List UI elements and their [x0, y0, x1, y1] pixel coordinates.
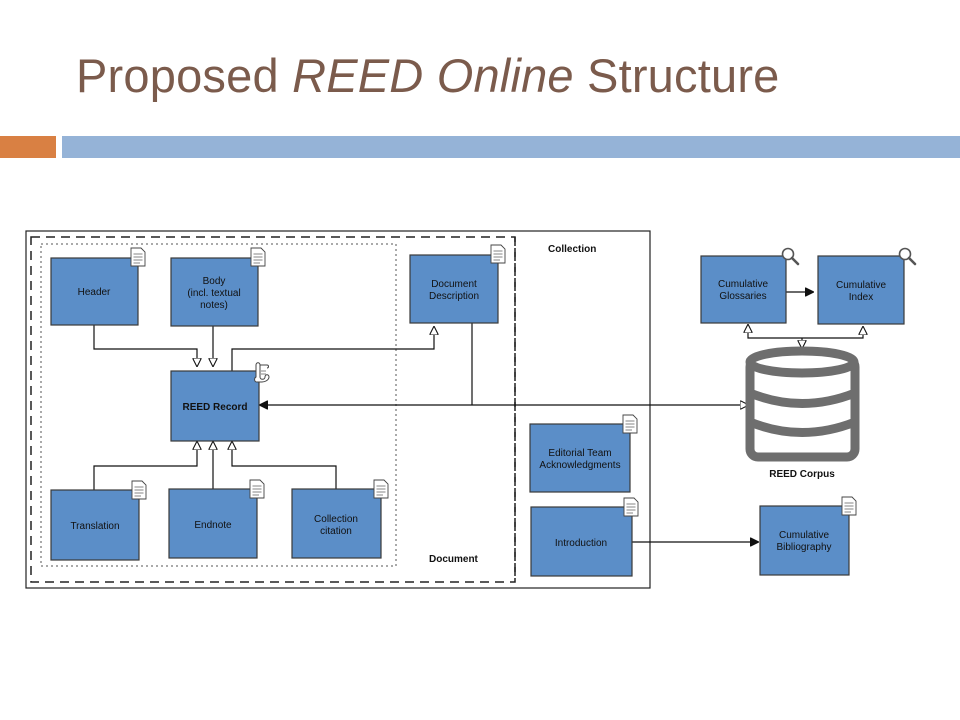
node-editorial-team: Editorial Team Acknowledgments: [529, 414, 638, 493]
node-body-line-3: notes): [200, 300, 228, 311]
node-reed-record-label: REED Record: [182, 402, 247, 413]
document-icon: [622, 414, 638, 434]
node-reed-corpus: REED Corpus: [745, 346, 860, 480]
collection-container: [30, 236, 516, 583]
node-reed-record: REED Record: [170, 362, 270, 442]
node-document-description-line-2: Description: [429, 291, 479, 302]
node-editorial-team-line-2: Acknowledgments: [539, 460, 620, 471]
edge-citation-to-record: [232, 442, 337, 489]
node-endnote: Endnote: [168, 479, 265, 559]
document-icon: [623, 497, 639, 517]
node-collection-citation-line-2: citation: [320, 526, 352, 537]
outer-frame: [25, 230, 651, 589]
document-icon: [131, 480, 147, 500]
document-icon: [490, 244, 506, 264]
document-icon: [250, 247, 266, 267]
edge-record-to-description: [231, 327, 434, 371]
node-cumulative-index-line-2: Index: [849, 292, 873, 303]
document-icon: [249, 479, 265, 499]
node-body-line-2: (incl. textual: [187, 288, 240, 299]
node-reed-corpus-label: REED Corpus: [769, 469, 835, 480]
node-cumulative-index-line-1: Cumulative: [836, 280, 886, 291]
document-icon: [841, 496, 857, 516]
node-cumulative-bibliography-line-1: Cumulative: [779, 530, 829, 541]
edge-translation-to-record: [93, 442, 197, 490]
title-part-1: Proposed: [76, 49, 293, 102]
document-icon: [130, 247, 146, 267]
accent-bar-blue: [62, 136, 960, 158]
accent-bar-orange: [0, 136, 56, 158]
node-collection-citation: Collection citation: [291, 479, 389, 559]
title-part-3: Structure: [573, 49, 780, 102]
document-icon: [373, 479, 389, 499]
node-cumulative-bibliography: Cumulative Bibliography: [759, 496, 857, 576]
edge-header-to-record: [93, 325, 197, 366]
node-editorial-team-line-1: Editorial Team: [548, 448, 611, 459]
node-cumulative-bibliography-line-2: Bibliography: [776, 542, 831, 553]
node-header: Header: [50, 247, 146, 326]
scroll-icon: [254, 362, 270, 383]
node-introduction: Introduction: [530, 497, 639, 577]
slide-title: Proposed REED Online Structure: [76, 48, 780, 103]
node-cumulative-glossaries-line-2: Glossaries: [719, 291, 766, 302]
node-cumulative-glossaries: Cumulative Glossaries: [700, 247, 800, 324]
database-icon: [745, 346, 860, 462]
node-collection-citation-line-1: Collection: [314, 514, 358, 525]
node-translation: Translation: [50, 480, 147, 561]
document-label: Document: [429, 554, 479, 565]
node-cumulative-glossaries-line-1: Cumulative: [718, 279, 768, 290]
node-introduction-label: Introduction: [555, 538, 607, 549]
edge-glossaries-index-bracket: [748, 325, 863, 339]
collection-label: Collection: [548, 244, 596, 255]
node-document-description-line-1: Document: [431, 279, 477, 290]
title-part-2: REED Online: [292, 49, 574, 102]
node-endnote-label: Endnote: [194, 520, 232, 531]
node-body-line-1: Body: [203, 276, 226, 287]
node-translation-label: Translation: [70, 521, 119, 532]
node-document-description: Document Description: [409, 244, 506, 324]
node-body: Body (incl. textual notes): [170, 247, 266, 327]
node-header-label: Header: [78, 287, 111, 298]
node-cumulative-index: Cumulative Index: [817, 247, 917, 325]
